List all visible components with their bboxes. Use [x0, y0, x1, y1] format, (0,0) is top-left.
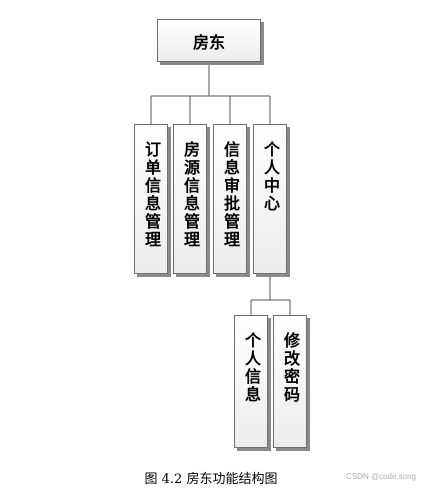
node-label: 个人中心 [261, 141, 280, 213]
node-change-password: 修改密码 [273, 315, 307, 448]
node-label: 订单信息管理 [142, 141, 161, 249]
node-label: 信息审批管理 [221, 141, 240, 249]
node-house-management: 房源信息管理 [173, 124, 207, 274]
node-label: 修改密码 [281, 332, 300, 404]
node-personal-center: 个人中心 [253, 124, 287, 274]
node-order-management: 订单信息管理 [134, 124, 168, 274]
root-node-landlord: 房东 [157, 19, 261, 62]
root-node-label: 房东 [192, 32, 225, 52]
figure-caption: 图 4.2 房东功能结构图 [144, 472, 278, 487]
node-label: 房源信息管理 [181, 141, 200, 249]
node-personal-info: 个人信息 [234, 315, 268, 448]
node-approval-management: 信息审批管理 [213, 124, 247, 274]
watermark: CSDN @code.song [346, 472, 416, 481]
node-label: 个人信息 [242, 332, 261, 404]
